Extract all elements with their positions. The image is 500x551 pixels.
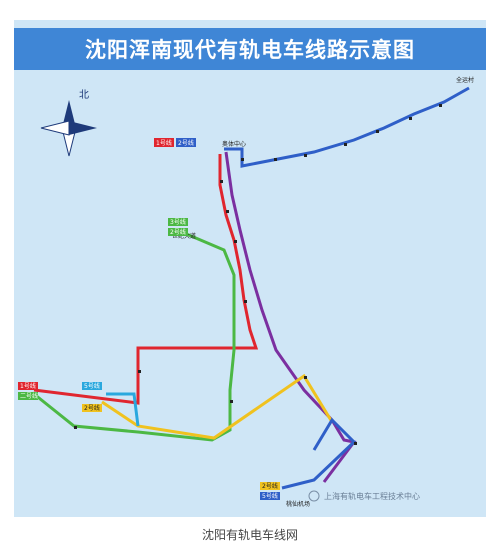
route-map: 北 — [18, 76, 474, 508]
badge-left-pair: 1号线 二号线 — [18, 382, 38, 400]
watermark: 上海有轨电车工程技术中心 — [308, 490, 420, 502]
map-caption: 沈阳有轨电车线网 — [201, 528, 298, 542]
badge-top-line2: 2号线 — [178, 139, 194, 147]
badge-bottom-line5: 5号线 — [262, 492, 278, 500]
badge-mid-green: 3号线 2号线 — [168, 218, 188, 236]
line3-route — [33, 231, 236, 442]
station-markers — [74, 104, 442, 445]
badge-top-line1: 1号线 — [156, 139, 172, 147]
line2-northeast-route — [224, 86, 470, 168]
compass-icon: 北 — [40, 89, 97, 157]
badge-bottom-pair: 2号线 5号线 — [260, 482, 280, 500]
yellow-route — [101, 373, 334, 440]
station-airport: 桃仙机场 — [286, 500, 310, 508]
badge-top-pair: 1号线 2号线 — [154, 138, 196, 147]
badge-mid-line2: 2号线 — [170, 228, 186, 236]
map-title: 沈阳浑南现代有轨电车线路示意图 — [85, 38, 415, 62]
badge-leftmid-line2: 2号线 — [84, 404, 100, 412]
line1-main-route — [33, 154, 259, 405]
map-area: 北 — [14, 70, 486, 517]
badge-left-line1: 1号线 — [20, 382, 36, 390]
badge-mid-line3: 3号线 — [170, 218, 186, 226]
station-top-hub: 奥体中心 — [222, 140, 246, 148]
watermark-text: 上海有轨电车工程技术中心 — [324, 491, 420, 501]
line5-route — [224, 151, 357, 483]
cyan-route — [106, 392, 140, 427]
line2-south-route — [281, 417, 357, 490]
badge-leftmid-line5: 5号线 — [84, 382, 100, 390]
badge-left-mid: 5号线 2号线 — [82, 382, 102, 412]
badge-bottom-line2: 2号线 — [262, 482, 278, 490]
compass-north-label: 北 — [79, 89, 89, 101]
station-northeast-end: 全运村 — [456, 76, 474, 84]
title-bar: 沈阳浑南现代有轨电车线路示意图 — [14, 28, 486, 70]
badge-left-line2: 二号线 — [20, 392, 38, 400]
